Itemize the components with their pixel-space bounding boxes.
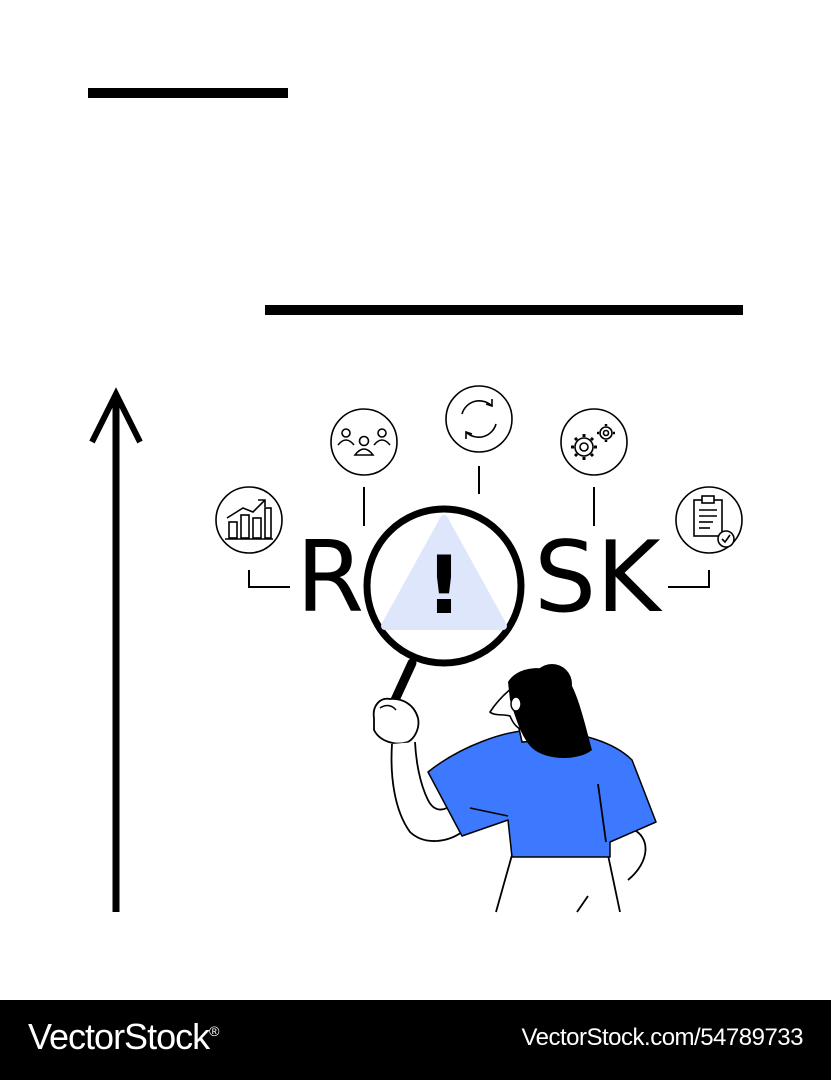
icon-connectors	[248, 466, 710, 588]
middle-long-bar	[265, 305, 743, 315]
refresh-cycle-icon	[445, 385, 513, 453]
top-short-bar	[88, 88, 288, 98]
watermark-footer: VectorStock® VectorStock.com/54789733	[0, 1000, 831, 1080]
image-id-label: VectorStock.com/54789733	[521, 1024, 803, 1051]
gears-icon	[560, 408, 628, 476]
team-people-icon	[330, 408, 398, 476]
vectorstock-logo: VectorStock®	[28, 1016, 219, 1057]
person-figure	[372, 664, 657, 913]
risk-word-sk: SK	[534, 521, 663, 635]
checklist-clipboard-icon	[675, 486, 743, 554]
up-arrow-icon	[89, 387, 143, 912]
risk-word-r: R	[296, 521, 364, 635]
risk-illustration: R SK !	[89, 385, 743, 913]
alert-mark: !	[426, 539, 462, 632]
growth-chart-icon	[215, 486, 283, 554]
magnifier-icon	[363, 505, 525, 705]
illustration-canvas: R SK !	[88, 88, 743, 913]
warning-triangle-icon	[381, 515, 507, 630]
